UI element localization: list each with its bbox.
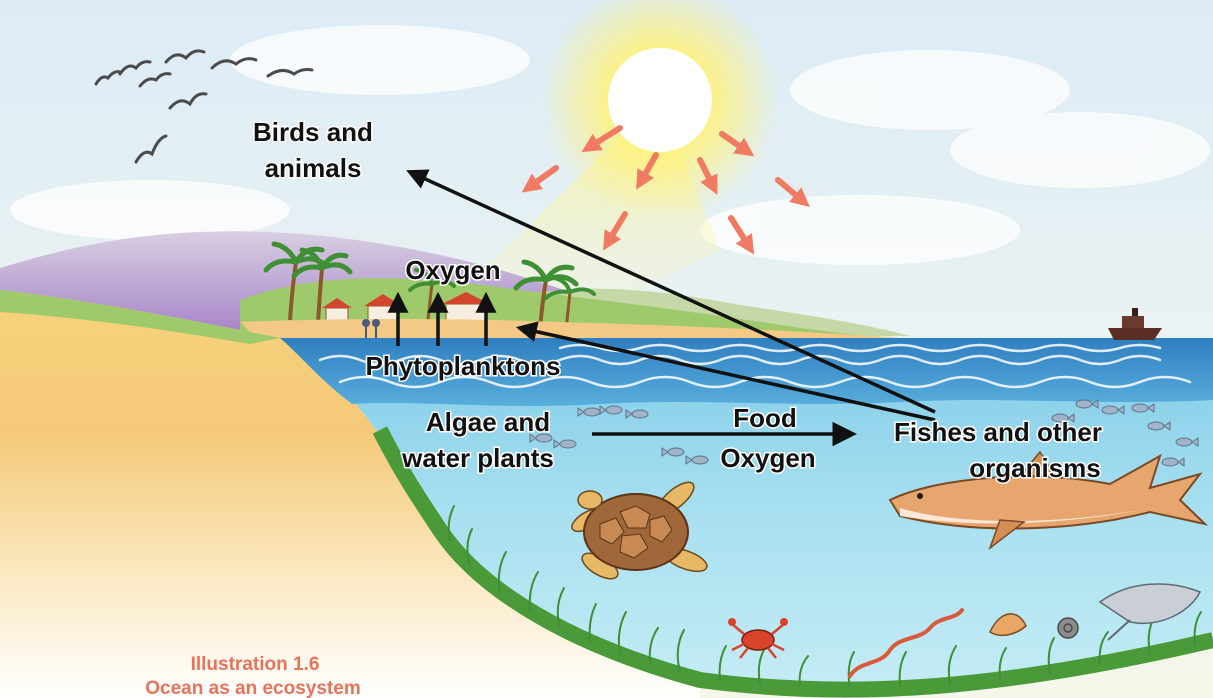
caption-number: Illustration 1.6: [191, 654, 320, 675]
caption-title: Ocean as an ecosystem: [145, 678, 360, 698]
sun: [608, 48, 712, 152]
label-fishes-line1: Fishes and other: [894, 417, 1102, 447]
label-food: Food: [733, 403, 797, 433]
label-fishes-line2: organisms: [969, 453, 1101, 483]
label-birds-line2: animals: [265, 153, 362, 183]
label-phytoplanktons: Phytoplanktons: [365, 351, 560, 381]
snail-shell-icon: [1058, 618, 1078, 638]
label-birds-line1: Birds and: [253, 117, 373, 147]
label-algae-line2: water plants: [401, 443, 554, 473]
label-algae-line1: Algae and: [426, 407, 550, 437]
label-oxygen-top: Oxygen: [405, 255, 500, 285]
label-oxygen-mid: Oxygen: [720, 443, 815, 473]
